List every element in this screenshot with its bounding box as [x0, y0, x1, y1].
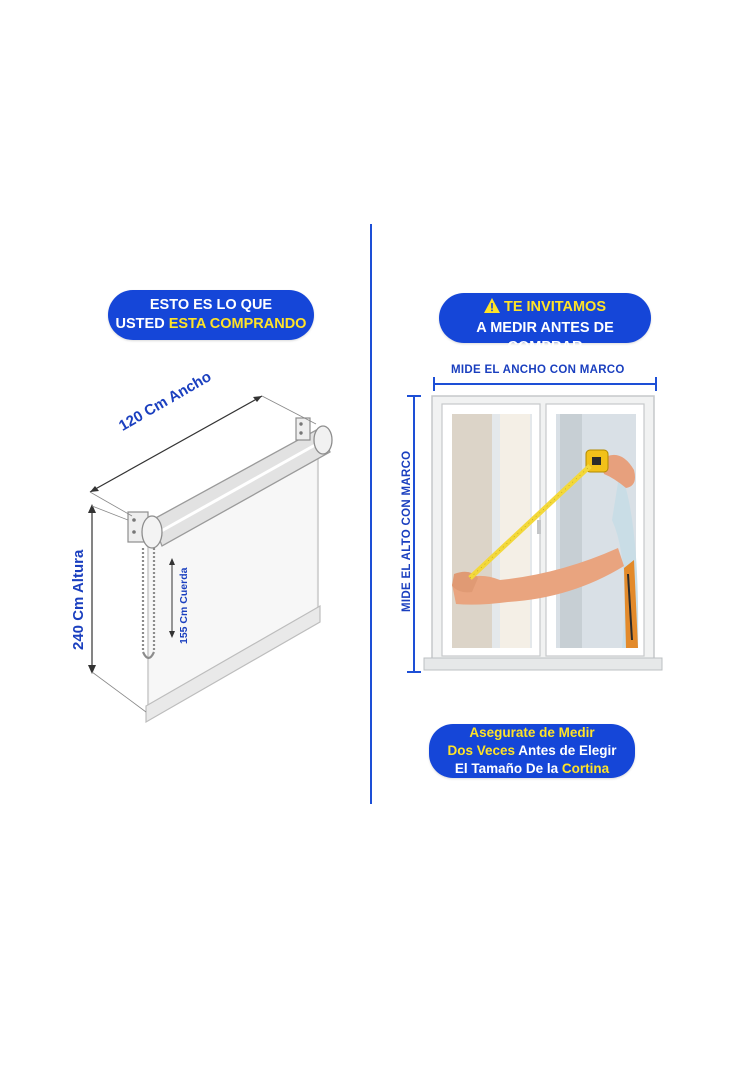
- product-badge: ESTO ES LO QUE USTED ESTA COMPRANDO: [108, 290, 314, 340]
- measure-badge: TE INVITAMOS A MEDIR ANTES DE COMPRAR: [439, 293, 651, 355]
- product-badge-line1: ESTO ES LO QUE: [149, 297, 273, 313]
- tip-line1: Asegurate de Medir: [469, 725, 595, 740]
- measure-badge-line1: TE INVITAMOS: [439, 298, 651, 319]
- tip-line3: El Tamaño De la Cortina: [454, 761, 610, 776]
- product-badge-line2: USTED ESTA COMPRANDO: [115, 316, 307, 332]
- tip-line2: Dos Veces Antes de Elegir: [447, 743, 617, 758]
- window-width-label: MIDE EL ANCHO CON MARCO: [451, 364, 625, 376]
- warning-icon: [483, 298, 500, 319]
- center-divider: [370, 224, 372, 804]
- measure-badge-line2: A MEDIR ANTES DE COMPRAR: [476, 320, 614, 355]
- tip-badge: Asegurate de Medir Dos Veces Antes de El…: [429, 724, 635, 778]
